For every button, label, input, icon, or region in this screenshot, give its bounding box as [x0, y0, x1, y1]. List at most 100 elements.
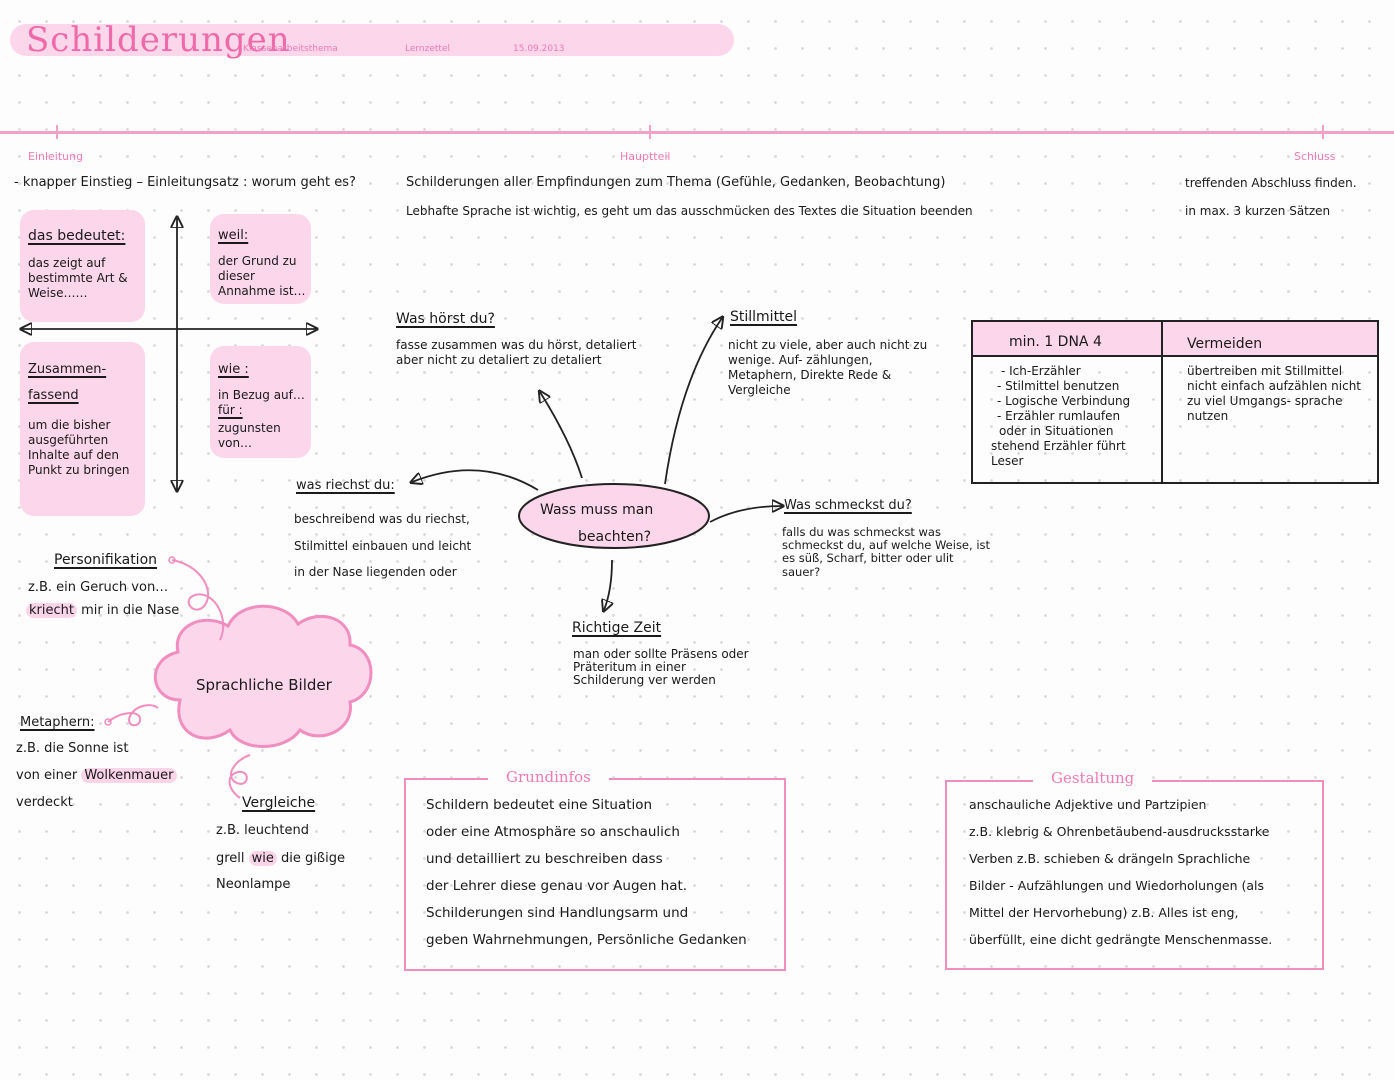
- bedeutet-text: das zeigt auf bestimmte Art & Weise……: [28, 256, 128, 300]
- table-col1-body: - Ich-Erzähler - Stilmittel benutzen - L…: [991, 364, 1130, 469]
- grundinfos-body: Schildern bedeutet eine Situation oder e…: [426, 792, 747, 954]
- personifikation-line-2: kriecht mir in die Nase: [26, 603, 179, 620]
- header-band: [10, 24, 734, 56]
- branch-riechst: [412, 469, 539, 491]
- card-wie: [210, 346, 311, 458]
- table-col1-line: - Erzähler rumlaufen: [997, 409, 1121, 423]
- curl-vergleiche: [228, 754, 251, 799]
- grundinfos-line: oder eine Atmosphäre so anschaulich: [426, 824, 680, 840]
- riechst-line: in der Nase liegenden oder: [294, 565, 457, 579]
- grundinfos-line: der Lehrer diese genau vor Augen hat.: [426, 878, 688, 894]
- section-hauptteil: Hauptteil: [620, 150, 671, 163]
- schmeckst-text: falls du was schmeckst was schmeckst du,…: [782, 525, 991, 579]
- page-title: Schilderungen: [26, 20, 291, 60]
- wie-title: wie :: [218, 362, 249, 377]
- table-col1-line: oder in Situationen: [999, 424, 1114, 438]
- branch-schmeckst: [709, 506, 782, 523]
- gestaltung-line: anschauliche Adjektive und Partzipien: [969, 797, 1207, 812]
- gestaltung-line: Bilder - Aufzählungen und Wiedorholungen…: [969, 878, 1265, 893]
- header-meta-topic: Klassenarbeitsthema: [243, 44, 338, 54]
- zusammen-text: um die bisher ausgeführten Inhalte auf d…: [28, 418, 130, 477]
- grundinfos-line: und detailliert zu beschreiben dass: [426, 851, 663, 867]
- metaphern-line-2: von einer Wolkenmauer: [16, 768, 177, 785]
- table-col2-body: übertreiben mit Stillmittel nicht einfac…: [1187, 364, 1362, 423]
- hoerst-title: Was hörst du?: [396, 311, 495, 327]
- zusammen-title-1: Zusammen-: [28, 362, 107, 377]
- card-weil: [210, 214, 311, 304]
- riechst-line: beschreibend was du riechst,: [294, 512, 470, 526]
- riechst-line: Stilmittel einbauen und leicht: [294, 538, 472, 553]
- stilmittel-title: Stillmittel: [730, 309, 798, 325]
- metaphern-title: Metaphern:: [20, 715, 95, 730]
- highlight-word: Wolkenmauer: [81, 768, 177, 783]
- table-col1-line: Leser: [991, 454, 1024, 468]
- timeline-tick: [56, 125, 58, 139]
- vergleiche-pre: grell: [216, 851, 249, 866]
- wie-label-2: für :: [218, 403, 243, 417]
- highlight-word: kriecht: [26, 603, 77, 618]
- grundinfos-line: Schilderungen sind Handlungsarm und: [426, 905, 689, 921]
- table-header-cell: [1163, 322, 1377, 357]
- vergleiche-rest: die gißige: [276, 851, 345, 866]
- gestaltung-body: anschauliche Adjektive und Partzipien z.…: [969, 791, 1272, 953]
- hauptteil-line-1: Schilderungen aller Empfindungen zum The…: [406, 175, 946, 190]
- table-divider: [1161, 322, 1163, 482]
- gestaltung-line: Mittel der Hervorhebung) z.B. Alles ist …: [969, 905, 1239, 920]
- timeline-tick: [1322, 125, 1324, 139]
- metaphern-line-3: verdeckt: [16, 795, 73, 810]
- card-zusammenfassend: [20, 342, 145, 516]
- table-col1-line: stehend Erzähler führt: [991, 439, 1126, 453]
- mindmap-center-label: Wass muss man beachten?: [540, 497, 653, 551]
- table-header-cell: [973, 322, 1161, 357]
- gestaltung-line: Verben z.B. schieben & drängeln Sprachli…: [969, 851, 1251, 866]
- riechst-text: beschreibend was du riechst, Stilmittel …: [294, 506, 471, 586]
- section-einleitung: Einleitung: [28, 150, 84, 163]
- grundinfos-box: Grundinfos Schildern bedeutet eine Situa…: [404, 768, 786, 971]
- zeit-title: Richtige Zeit: [572, 620, 662, 636]
- bedeutet-title: das bedeutet:: [28, 228, 126, 244]
- branch-hoerst: [540, 392, 583, 479]
- card-bedeutet: [20, 210, 145, 322]
- stilmittel-text: nicht zu viele, aber auch nicht zu wenig…: [728, 338, 928, 397]
- zusammen-title-2: fassend: [28, 388, 79, 403]
- schmeckst-title: Was schmeckst du?: [784, 498, 912, 513]
- highlight-word: wie: [248, 851, 277, 866]
- center-line-1: Wass muss man: [540, 502, 654, 518]
- metaphern-line-1: z.B. die Sonne ist: [16, 741, 129, 756]
- header-meta-date: 15.09.2013: [513, 44, 565, 54]
- grundinfos-line: Schildern bedeutet eine Situation: [426, 797, 653, 813]
- vergleiche-line-1: z.B. leuchtend: [216, 823, 309, 838]
- branch-zeit: [604, 559, 612, 610]
- curl-metaphern: [107, 704, 159, 727]
- cloud-label: Sprachliche Bilder: [196, 676, 332, 694]
- vergleiche-title: Vergleiche: [242, 795, 316, 811]
- mindmap-center-ellipse: [518, 483, 710, 549]
- grundinfos-title: Grundinfos: [488, 768, 609, 786]
- cloud-shape: [153, 604, 373, 748]
- timeline-tick: [649, 125, 651, 139]
- table-col2-header: Vermeiden: [1187, 336, 1263, 352]
- metaphern-pre: von einer: [16, 768, 82, 783]
- zeit-text: man oder sollte Präsens oder Präteritum …: [573, 647, 749, 688]
- section-schluss: Schluss: [1294, 150, 1336, 163]
- gestaltung-box: Gestaltung anschauliche Adjektive und Pa…: [945, 769, 1324, 970]
- table-col1-line: - Stilmittel benutzen: [997, 379, 1120, 393]
- gestaltung-line: überfüllt, eine dicht gedrängte Menschen…: [969, 932, 1273, 947]
- grundinfos-line: geben Wahrnehmungen, Persönliche Gedanke…: [426, 932, 747, 948]
- branch-stilmittel: [664, 318, 722, 485]
- vergleiche-line-3: Neonlampe: [216, 877, 291, 892]
- table-col1-line: - Ich-Erzähler: [1001, 364, 1081, 378]
- schluss-line-2: in max. 3 kurzen Sätzen: [1185, 204, 1331, 218]
- gestaltung-line: z.B. klebrig & Ohrenbetäubend-ausdruckss…: [969, 824, 1270, 839]
- weil-title: weil:: [218, 228, 249, 243]
- timeline-line: [0, 131, 1394, 134]
- center-line-2: beachten?: [578, 529, 652, 545]
- einleitung-text: - knapper Einstieg – Einleitungsatz : wo…: [14, 175, 356, 190]
- header-meta-type: Lernzettel: [405, 44, 450, 54]
- table-col1-line: - Logische Verbindung: [997, 394, 1131, 408]
- vergleiche-line-2: grell wie die gißige: [216, 851, 345, 868]
- personifikation-title: Personifikation: [54, 552, 158, 568]
- wie-text-1: in Bezug auf…: [218, 388, 305, 402]
- curl-personifikation: [171, 559, 225, 641]
